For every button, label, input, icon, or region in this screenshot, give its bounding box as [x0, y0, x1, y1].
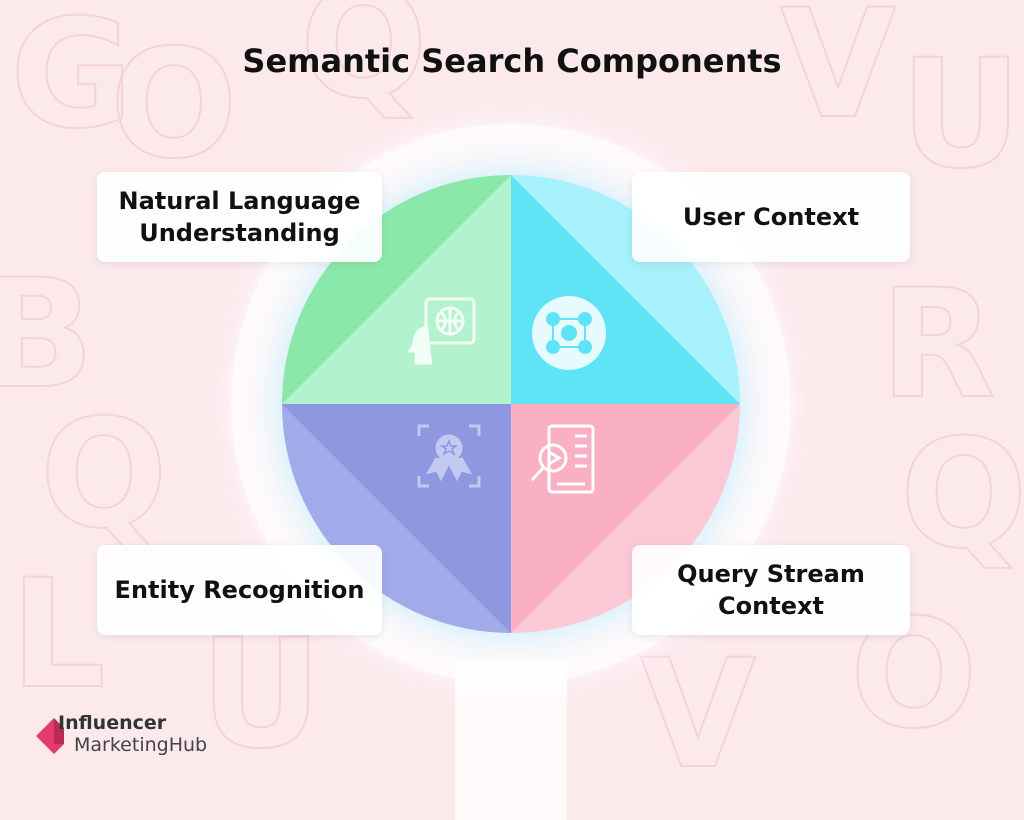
globe-speech-head-icon: [408, 297, 476, 365]
magnifier-handle: [455, 660, 567, 820]
label-card-entity-recognition: Entity Recognition: [97, 545, 382, 635]
logo-text-line1: Influencer: [58, 712, 167, 734]
label-card-user-context: User Context: [632, 172, 910, 262]
user-network-icon: [532, 296, 606, 370]
label-card-query-stream: Query Stream Context: [632, 545, 910, 635]
video-search-icon: [530, 424, 595, 494]
logo-mark-icon: [36, 718, 64, 754]
badge-star-icon: [417, 424, 481, 488]
logo-text-line2: MarketingHub: [74, 734, 208, 756]
page-title: Semantic Search Components: [242, 42, 782, 80]
label-card-nlu: Natural Language Understanding: [97, 172, 382, 262]
